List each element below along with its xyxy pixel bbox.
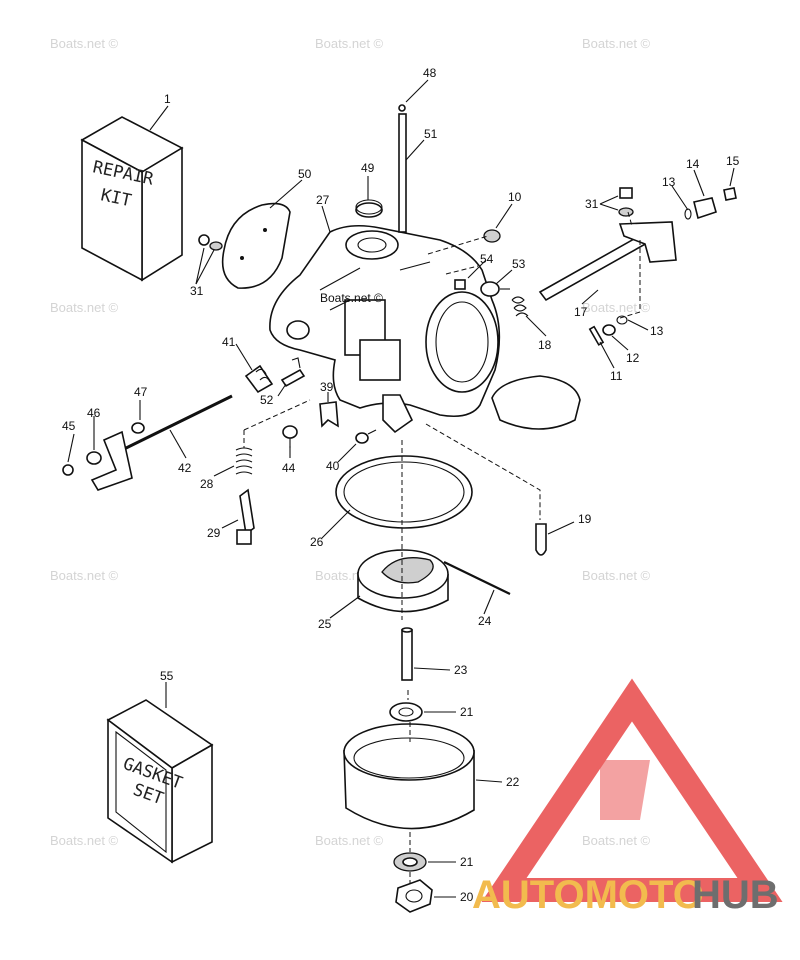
callout-13-lower: 13 (650, 324, 664, 338)
repair-kit-box: REPAIR KIT (80, 116, 184, 282)
callout-27: 27 (316, 193, 330, 207)
watermark: Boats.net © (315, 36, 384, 51)
callout-31-left: 31 (190, 284, 204, 298)
washer-lower (393, 852, 427, 872)
callout-22: 22 (506, 775, 520, 789)
watermark: Boats.net © (582, 300, 651, 315)
callout-23: 23 (454, 663, 468, 677)
float-bowl (343, 723, 475, 830)
gasket-plate (491, 375, 581, 430)
bowl-gasket-ring (335, 455, 473, 529)
watermark: Boats.net © (582, 36, 651, 51)
cover-plate (221, 202, 291, 289)
float (357, 549, 511, 613)
watermark: Boats.net © (582, 833, 651, 848)
welch-plug (355, 199, 383, 218)
callout-21-upper: 21 (460, 705, 474, 719)
callout-15: 15 (726, 154, 740, 168)
bracket-part (319, 401, 339, 428)
callout-21-lower: 21 (460, 855, 474, 869)
leader-lines (67, 79, 735, 898)
carburetor-body: Boats.net © (269, 224, 501, 434)
callout-17: 17 (574, 305, 588, 319)
callout-47: 47 (134, 385, 148, 399)
callout-41: 41 (222, 335, 236, 349)
callout-13-upper: 13 (662, 175, 676, 189)
screw-parts (282, 425, 377, 448)
washer-part (483, 229, 501, 243)
watermark: Boats.net © (50, 36, 119, 51)
callout-50: 50 (298, 167, 312, 181)
callout-53: 53 (512, 257, 526, 271)
callout-49: 49 (361, 161, 375, 175)
callout-51: 51 (424, 127, 438, 141)
bowl-nut (395, 879, 433, 913)
callout-40: 40 (326, 459, 340, 473)
logo-triangle-icon (481, 678, 783, 902)
callout-1: 1 (164, 92, 171, 106)
watermark: Boats.net © (315, 833, 384, 848)
long-rod (398, 104, 407, 233)
callout-55: 55 (160, 669, 174, 683)
washer-upper (389, 702, 423, 722)
body-watermark: Boats.net © (320, 291, 383, 305)
callout-20: 20 (460, 890, 474, 904)
callout-31-right: 31 (585, 197, 599, 211)
callout-42: 42 (178, 461, 192, 475)
watermark: Boats.net © (50, 300, 119, 315)
linkage-rod (62, 394, 233, 491)
callout-54: 54 (480, 252, 494, 266)
callout-48: 48 (423, 66, 437, 80)
watermark: Boats.net © (50, 833, 119, 848)
callout-10: 10 (508, 190, 522, 204)
small-screws-group (454, 279, 529, 317)
callout-28: 28 (200, 477, 214, 491)
callout-52: 52 (260, 393, 274, 407)
callout-45: 45 (62, 419, 76, 433)
callout-25: 25 (318, 617, 332, 631)
callout-19: 19 (578, 512, 592, 526)
logo-text-hub: HUB (692, 873, 779, 917)
callout-46: 46 (87, 406, 101, 420)
choke-screws-group (618, 187, 737, 220)
callout-14: 14 (686, 157, 700, 171)
callout-44: 44 (282, 461, 296, 475)
automotohub-logo: AUTOMOTO HUB (472, 678, 783, 917)
callout-labels: 1 50 27 49 48 51 10 31 15 14 13 31 54 53… (62, 66, 740, 904)
idle-spring (244, 357, 306, 394)
cover-screws (198, 234, 223, 251)
throttle-shaft (538, 221, 677, 302)
watermark: Boats.net © (582, 568, 651, 583)
mixture-needle (235, 447, 255, 545)
callout-18: 18 (538, 338, 552, 352)
logo-text-automoto: AUTOMOTO (472, 873, 704, 917)
alignment-lines (243, 211, 641, 884)
pin-and-washers (588, 315, 628, 346)
callout-29: 29 (207, 526, 221, 540)
callout-11: 11 (610, 369, 623, 383)
watermark: Boats.net © (50, 568, 119, 583)
inlet-needle (401, 627, 413, 681)
pin-part (535, 523, 547, 556)
callout-39: 39 (320, 380, 334, 394)
gasket-set-box: GASKET SET (106, 699, 214, 864)
callout-24: 24 (478, 614, 492, 628)
callout-26: 26 (310, 535, 324, 549)
callout-12: 12 (626, 351, 640, 365)
